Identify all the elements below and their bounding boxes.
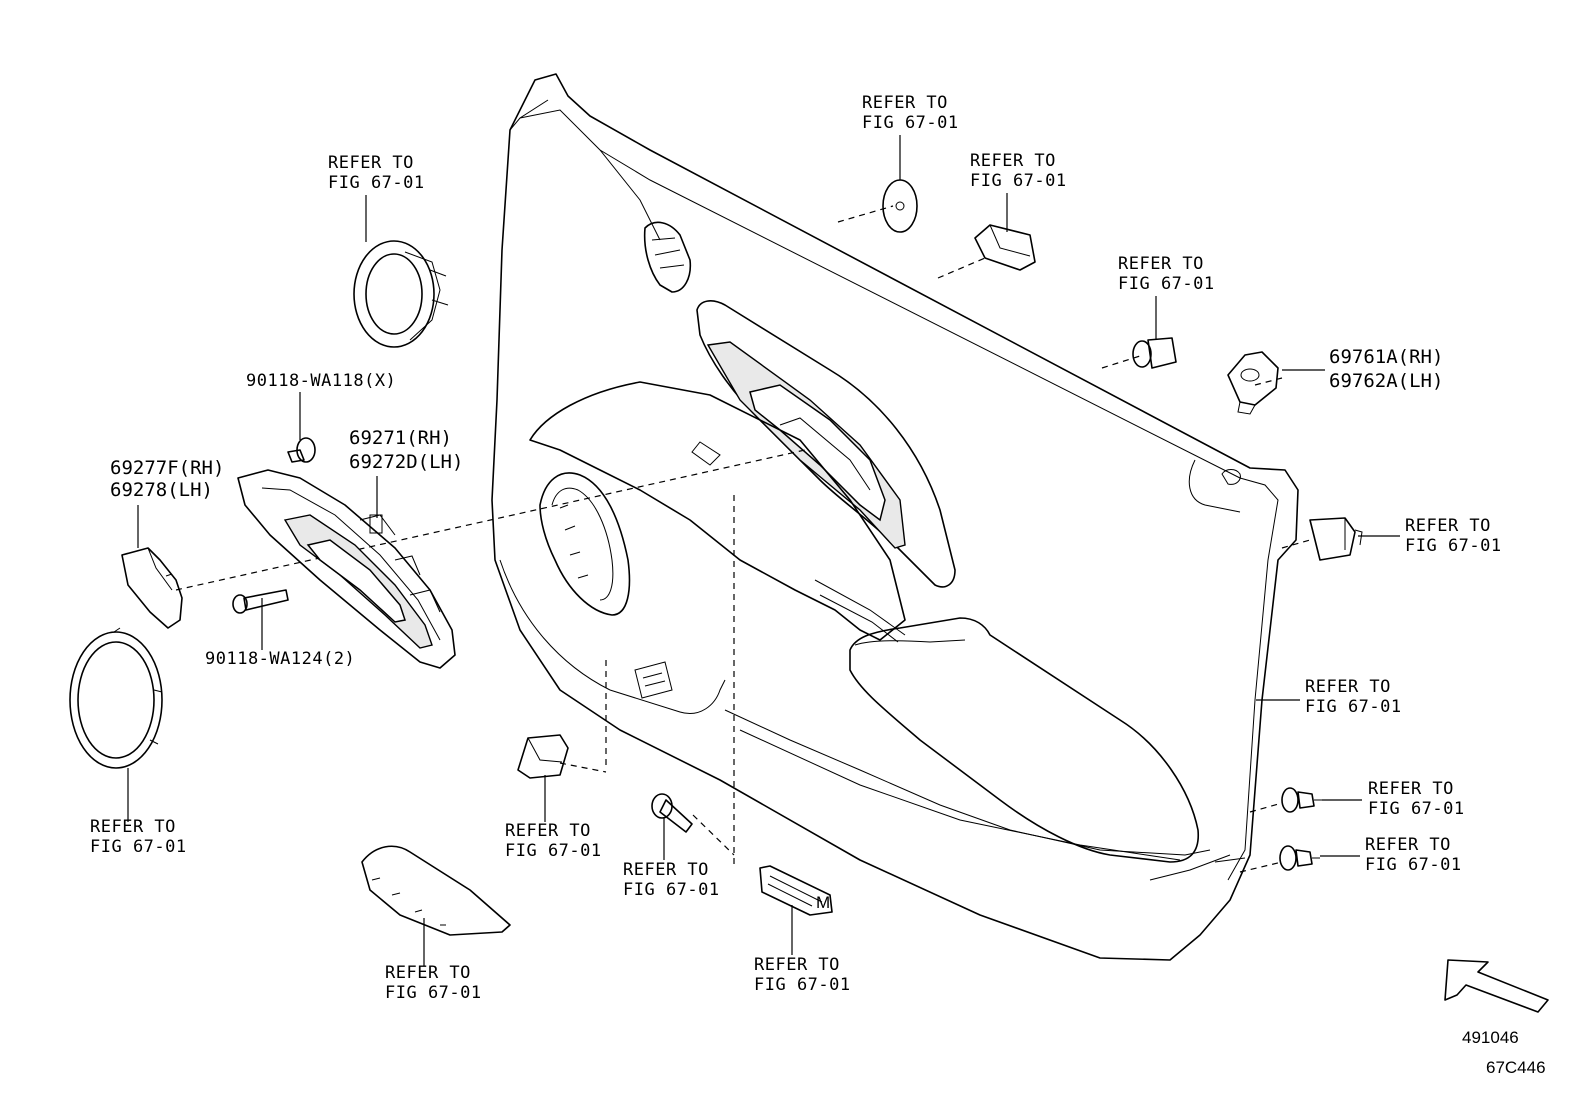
- refer-label-retainer-l2[interactable]: FIG 67-01: [1405, 536, 1502, 556]
- refer-label-pin-l2[interactable]: FIG 67-01: [623, 880, 720, 900]
- refer-label-tweeter-l2[interactable]: FIG 67-01: [328, 173, 425, 193]
- callout-labels: REFER TO FIG 67-01 REFER TO FIG 67-01 RE…: [90, 93, 1546, 1077]
- refer-label-pocket-clip-l1[interactable]: REFER TO: [505, 821, 591, 841]
- pocket-clip[interactable]: [517, 734, 569, 779]
- part-number-69271-lh[interactable]: 69272D(LH): [349, 451, 463, 473]
- illustration-number: 491046: [1462, 1028, 1519, 1047]
- push-clip[interactable]: [1132, 337, 1177, 369]
- refer-label-pocket-clip-l2[interactable]: FIG 67-01: [505, 841, 602, 861]
- refer-label-hole-plug-l2[interactable]: FIG 67-01: [862, 113, 959, 133]
- refer-label-bracket-l1[interactable]: REFER TO: [970, 151, 1056, 171]
- refer-label-retainer-l1[interactable]: REFER TO: [1405, 516, 1491, 536]
- screw-90118-wa118[interactable]: [287, 437, 316, 463]
- refer-label-clip-lower-l1[interactable]: REFER TO: [1365, 835, 1451, 855]
- refer-label-tweeter-l1[interactable]: REFER TO: [328, 153, 414, 173]
- refer-label-bracket-l2[interactable]: FIG 67-01: [970, 171, 1067, 191]
- retainer-clip-right[interactable]: [1309, 517, 1363, 561]
- part-number-69277-lh[interactable]: 69278(LH): [110, 479, 213, 501]
- pin-fastener[interactable]: [651, 793, 693, 833]
- armrest-pad[interactable]: [361, 845, 511, 936]
- refer-label-hole-plug-l1[interactable]: REFER TO: [862, 93, 948, 113]
- part-number-69271-rh[interactable]: 69271(RH): [349, 427, 452, 449]
- refer-label-clip-upper-l1[interactable]: REFER TO: [1368, 779, 1454, 799]
- part-number-69761-rh[interactable]: 69761A(RH): [1329, 346, 1443, 368]
- refer-label-pin-l1[interactable]: REFER TO: [623, 860, 709, 880]
- refer-label-weatherstrip-l2[interactable]: FIG 67-01: [1305, 697, 1402, 717]
- trim-clip-bracket[interactable]: [974, 224, 1036, 271]
- speaker-grille-ring[interactable]: [69, 627, 163, 769]
- door-trim-panel: [491, 73, 1299, 961]
- refer-label-speaker-ring-l2[interactable]: FIG 67-01: [90, 837, 187, 857]
- clip-lower-right[interactable]: [1279, 845, 1320, 871]
- part-number-screw-bottom[interactable]: 90118-WA124(2): [205, 649, 355, 669]
- refer-label-push-clip-l2[interactable]: FIG 67-01: [1118, 274, 1215, 294]
- figure-code: 67C446: [1486, 1058, 1546, 1077]
- part-number-69277-rh[interactable]: 69277F(RH): [110, 457, 224, 479]
- refer-label-weatherstrip-l1[interactable]: REFER TO: [1305, 677, 1391, 697]
- lower-pocket[interactable]: M: [759, 865, 833, 916]
- refer-label-armrest-pad-l1[interactable]: REFER TO: [385, 963, 471, 983]
- tweeter-cover[interactable]: [353, 240, 449, 348]
- front-direction-arrow-icon: [1444, 959, 1549, 1013]
- svg-text:M: M: [816, 893, 830, 912]
- part-number-screw-top[interactable]: 90118-WA118(X): [246, 371, 396, 391]
- refer-label-speaker-ring-l1[interactable]: REFER TO: [90, 817, 176, 837]
- refer-label-lower-pocket-l1[interactable]: REFER TO: [754, 955, 840, 975]
- refer-label-clip-upper-l2[interactable]: FIG 67-01: [1368, 799, 1465, 819]
- hole-plug[interactable]: [882, 179, 918, 233]
- refer-label-lower-pocket-l2[interactable]: FIG 67-01: [754, 975, 851, 995]
- clip-upper-right[interactable]: [1281, 787, 1322, 813]
- part-number-69761-lh[interactable]: 69762A(LH): [1329, 370, 1443, 392]
- inside-handle-69271[interactable]: [237, 469, 456, 669]
- switch-bezel-69277[interactable]: [121, 547, 183, 629]
- refer-label-clip-lower-l2[interactable]: FIG 67-01: [1365, 855, 1462, 875]
- cover-69761[interactable]: [1227, 351, 1279, 415]
- screw-90118-wa124[interactable]: [232, 589, 289, 614]
- refer-label-push-clip-l1[interactable]: REFER TO: [1118, 254, 1204, 274]
- refer-label-armrest-pad-l2[interactable]: FIG 67-01: [385, 983, 482, 1003]
